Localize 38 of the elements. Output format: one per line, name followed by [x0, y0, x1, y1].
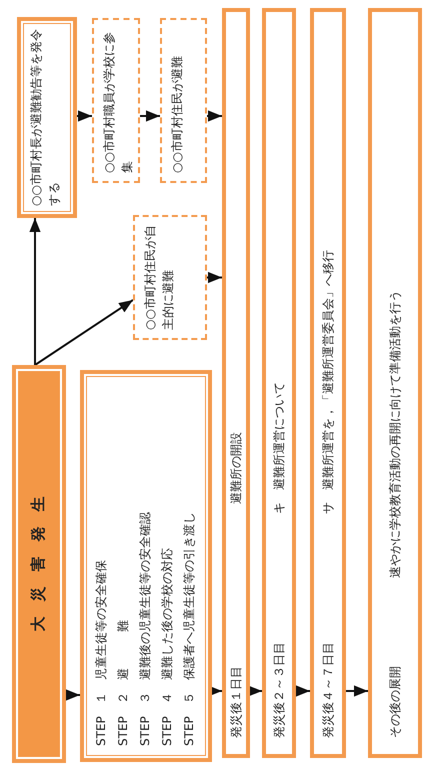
phase-box	[262, 8, 296, 758]
phase-label: 発災後１日目	[229, 666, 243, 738]
arrow	[296, 685, 310, 697]
phase-description: キ 避難所運営について	[272, 382, 286, 514]
event-box	[12, 365, 66, 763]
phase-description: サ 避難所運営を，「避難所運営委員会」へ移行	[321, 250, 335, 514]
arrow	[29, 218, 41, 365]
arrow	[140, 110, 160, 122]
phase-label: 発災後２～３日目	[272, 642, 286, 738]
process-box	[133, 215, 207, 340]
arrow	[207, 272, 222, 284]
box-text: ○○市町村住民が自主的に避難	[142, 225, 176, 330]
step-line: STEP ３ 避難後の児童生徒等の安全確認	[138, 512, 152, 746]
phase-box	[310, 8, 346, 758]
phase-label: 発災後４～７日目	[321, 642, 335, 738]
step-line: STEP ５ 保護者へ児童生徒等の引き渡し	[182, 512, 196, 746]
arrow	[77, 110, 92, 122]
step-line: STEP １ 児童生徒等の安全確保	[94, 560, 108, 746]
step-line: STEP ２ 避 難	[116, 620, 130, 746]
process-box	[92, 18, 140, 183]
box-text: ○○市町村長が避難勧告等を発令する	[28, 29, 62, 206]
arrow	[346, 685, 368, 697]
arrow	[207, 110, 222, 122]
phase-box	[222, 8, 250, 758]
phase-box	[368, 8, 422, 758]
phase-label: その後の展開	[388, 666, 402, 738]
step-line: STEP ４ 避難した後の学校の対応	[160, 548, 174, 746]
arrow	[34, 299, 134, 366]
phase-description: 速やかに学校教育活動の再開に向けて準備活動を行う	[388, 290, 402, 578]
box-text: ○○市町村住民が避難	[169, 55, 185, 173]
arrow	[248, 685, 262, 697]
phase-description: 避難所の開設	[229, 432, 243, 504]
process-box	[17, 17, 77, 218]
arrow	[66, 689, 80, 701]
process-box	[160, 18, 207, 183]
box-text: ○○市町村職員が学校に参集	[101, 31, 135, 173]
steps-box	[80, 370, 212, 762]
event-title: 大 災 害 発 生	[31, 496, 45, 634]
